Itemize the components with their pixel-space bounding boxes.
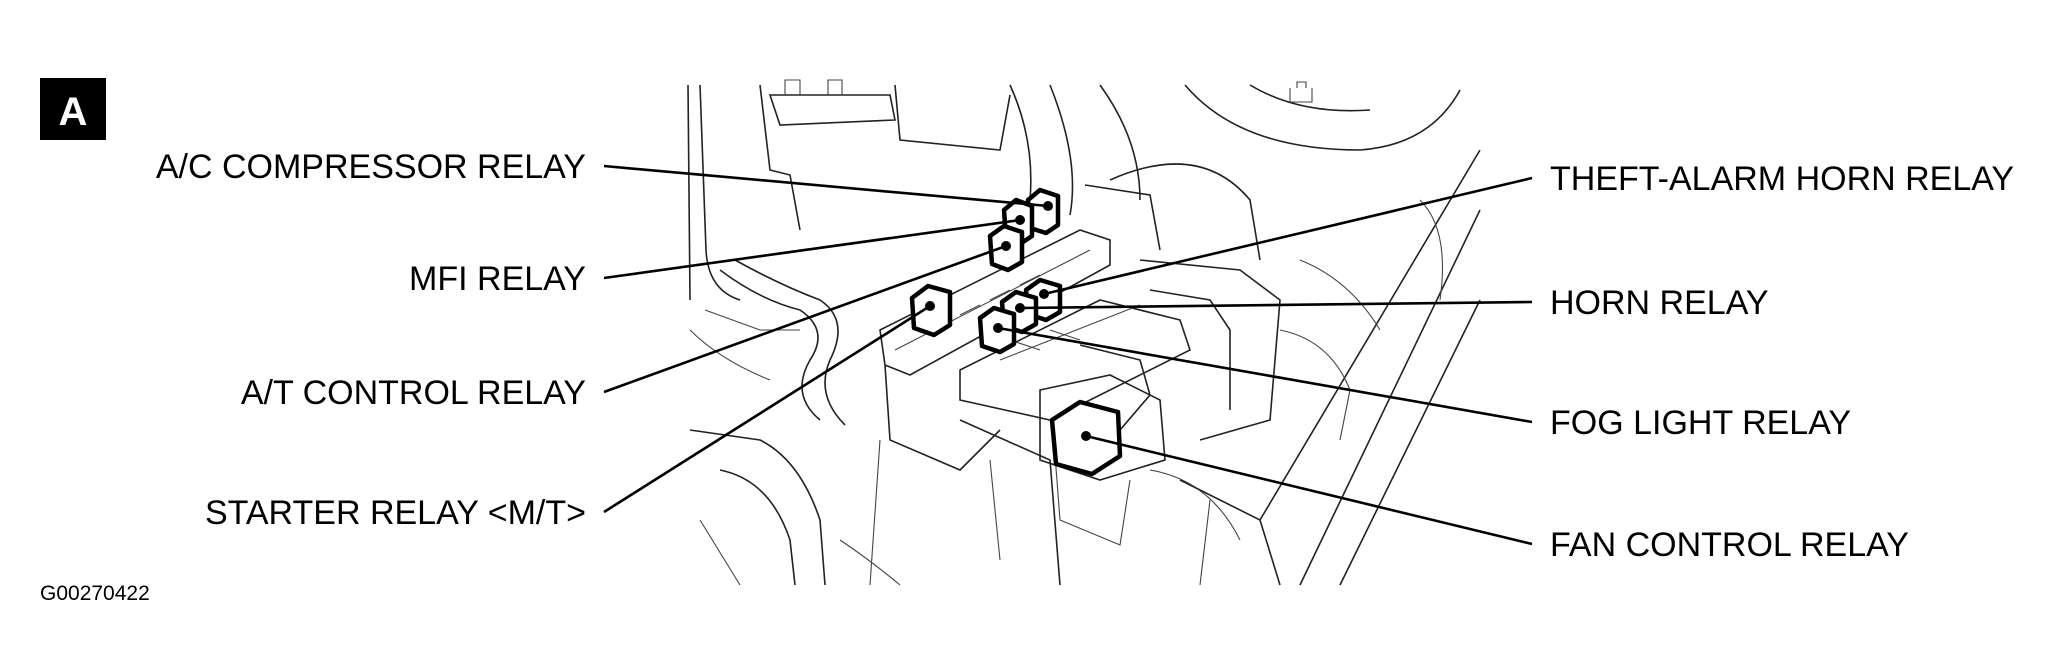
leader-horn-relay	[1019, 300, 1533, 310]
label-theft-alarm-horn-relay: THEFT-ALARM HORN RELAY	[1550, 160, 2014, 198]
leader-ac-compressor-relay	[603, 164, 1049, 208]
leader-starter-relay	[603, 304, 931, 514]
leader-mfi-relay	[603, 218, 1021, 280]
leader-at-control-relay	[603, 244, 1007, 394]
leader-theft-alarm-horn-relay	[1043, 176, 1533, 296]
leader-fog-light-relay	[997, 326, 1533, 424]
label-horn-relay: HORN RELAY	[1550, 284, 1769, 322]
label-mfi-relay: MFI RELAY	[409, 260, 586, 298]
leader-fan-control-relay	[1085, 434, 1533, 546]
label-starter-relay: STARTER RELAY <M/T>	[205, 494, 586, 532]
label-fan-control-relay: FAN CONTROL RELAY	[1550, 526, 1909, 564]
label-fog-light-relay: FOG LIGHT RELAY	[1550, 404, 1851, 442]
figure-badge-letter: A	[59, 90, 88, 134]
label-ac-compressor-relay: A/C COMPRESSOR RELAY	[156, 148, 586, 186]
figure-badge: A	[40, 78, 106, 140]
engine-compartment-drawing	[687, 79, 1481, 586]
callout-labels: A/C COMPRESSOR RELAY MFI RELAY A/T CONTR…	[156, 148, 2014, 564]
leader-lines	[603, 164, 1533, 546]
figure-code: G00270422	[40, 582, 150, 605]
label-at-control-relay: A/T CONTROL RELAY	[241, 374, 586, 412]
